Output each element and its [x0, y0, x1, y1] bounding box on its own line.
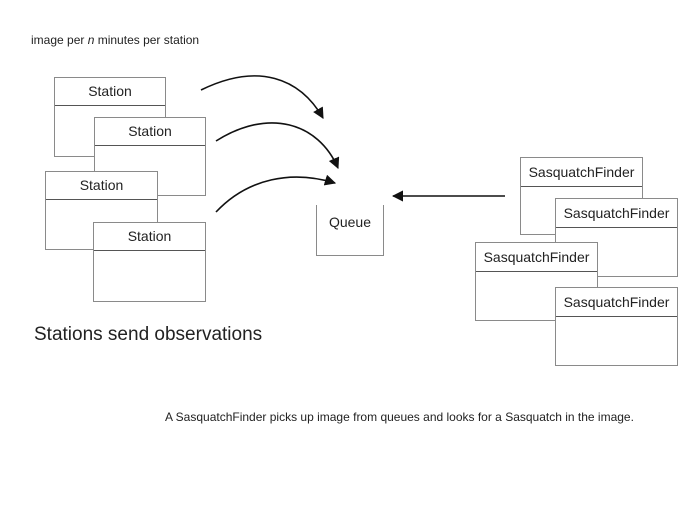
queue-label: Queue — [328, 214, 372, 230]
rate-caption-variable: n — [87, 33, 95, 47]
station-title: Station — [95, 118, 205, 146]
sasquatch-finder-box: SasquatchFinder — [475, 242, 598, 321]
station-to-queue-arrow — [200, 75, 324, 119]
queue-container: Queue — [316, 205, 384, 256]
sasquatch-finder-title: SasquatchFinder — [476, 243, 597, 272]
rate-caption: image per n minutes per station — [31, 33, 199, 47]
sasquatch-finder-title: SasquatchFinder — [556, 288, 677, 317]
station-title: Station — [55, 78, 165, 106]
sasquatch-finder-title: SasquatchFinder — [556, 199, 677, 228]
station-to-queue-arrow — [215, 174, 337, 213]
station-to-queue-arrow — [215, 122, 340, 170]
sasquatch-finder-title: SasquatchFinder — [521, 158, 642, 187]
rate-caption-suffix: minutes per station — [94, 33, 200, 47]
diagram-heading: Stations send observations — [34, 324, 263, 345]
rate-caption-prefix: image per — [31, 33, 88, 47]
station-box: Station — [93, 222, 206, 302]
station-title: Station — [46, 172, 157, 200]
finder-description: A SasquatchFinder picks up image from qu… — [165, 410, 634, 424]
station-title: Station — [94, 223, 205, 251]
sasquatch-finder-box: SasquatchFinder — [555, 287, 678, 366]
